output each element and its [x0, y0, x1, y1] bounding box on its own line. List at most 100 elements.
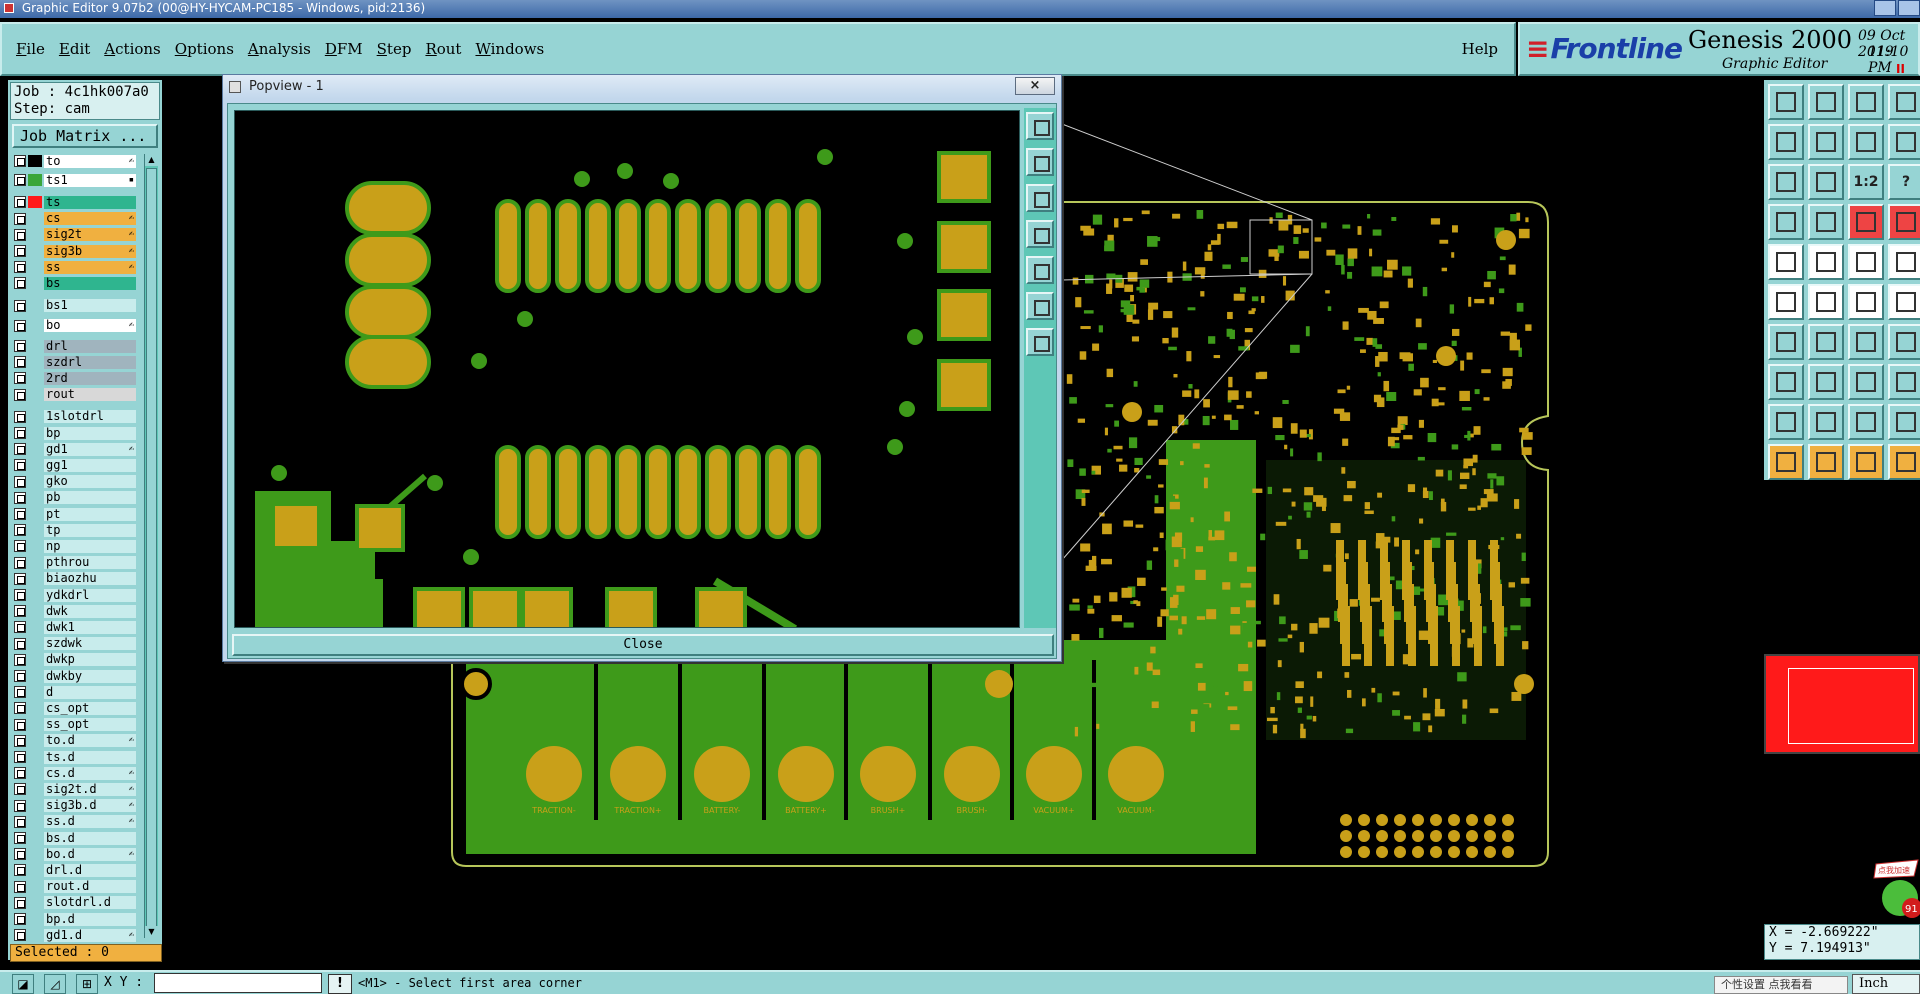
triangle-b-button[interactable] — [1808, 404, 1844, 440]
layer-row[interactable]: bs.d — [14, 831, 136, 845]
popview-window[interactable]: Popview - 1 × Close — [222, 74, 1062, 662]
menu-item[interactable]: DFM — [324, 40, 363, 58]
xy-input[interactable] — [154, 973, 322, 993]
layer-row[interactable]: bp.d — [14, 912, 136, 926]
pan-down-icon[interactable] — [1026, 184, 1054, 212]
layer-row[interactable]: bs — [14, 276, 136, 290]
popview-titlebar[interactable]: Popview - 1 × — [223, 75, 1061, 99]
zoom-fit-icon[interactable] — [1026, 112, 1054, 140]
layer-row[interactable]: szdrl — [14, 355, 136, 369]
layer-checkbox[interactable] — [14, 556, 26, 569]
pad-tool-button[interactable] — [1888, 244, 1920, 280]
layer-row[interactable]: ts — [14, 195, 136, 209]
layer-checkbox[interactable] — [14, 637, 26, 650]
layer-checkbox[interactable] — [14, 670, 26, 682]
layer-row[interactable]: 1slotdrl — [14, 410, 136, 424]
multi-layer-button[interactable] — [1888, 204, 1920, 240]
layer-checkbox[interactable] — [14, 702, 26, 715]
layer-row[interactable]: to.d✍ — [14, 734, 136, 748]
grid-tool-icon[interactable]: ⊞ — [76, 974, 98, 994]
layer-row[interactable]: sig3b✍ — [14, 244, 136, 258]
snap-button[interactable] — [1848, 204, 1884, 240]
layer-row[interactable]: biaozhu — [14, 572, 136, 586]
menu-item[interactable]: Actions — [104, 40, 161, 58]
layer-row[interactable]: rout — [14, 388, 136, 402]
layer-row[interactable]: ss.d✍ — [14, 815, 136, 829]
layer-checkbox[interactable] — [14, 508, 26, 520]
split-view-button[interactable] — [1888, 84, 1920, 120]
popview-close-icon[interactable]: × — [1015, 77, 1055, 95]
layer-row[interactable]: d — [14, 685, 136, 699]
layer-row[interactable]: pthrou — [14, 556, 136, 570]
layer-row[interactable]: ts1▪ — [14, 173, 136, 187]
select-tool-icon[interactable]: ◪ — [12, 974, 34, 994]
menu-help[interactable]: Help — [1461, 40, 1498, 58]
layer-checkbox[interactable] — [14, 261, 26, 274]
triangle-a-button[interactable] — [1768, 404, 1804, 440]
scroll-thumb[interactable] — [146, 168, 157, 928]
font-tool-button[interactable] — [1888, 324, 1920, 360]
layer-checkbox[interactable] — [14, 589, 26, 601]
menu-item[interactable]: Options — [174, 40, 234, 58]
pan-up-icon[interactable] — [1026, 148, 1054, 176]
layer-checkbox[interactable] — [14, 277, 26, 290]
menu-item[interactable]: Analysis — [247, 40, 311, 58]
scale-button[interactable]: 1:2 — [1848, 164, 1884, 200]
popview-zoom-view[interactable] — [235, 111, 1020, 628]
layer-checkbox[interactable] — [14, 718, 26, 731]
pointer-zoom-button[interactable] — [1848, 444, 1884, 480]
pointer-route-button[interactable] — [1888, 444, 1920, 480]
diagonal-tool-button[interactable] — [1808, 324, 1844, 360]
mirror-button[interactable] — [1888, 124, 1920, 160]
layer-row[interactable]: cs_opt — [14, 701, 136, 715]
pcb-board-view[interactable]: TRACTION-TRACTION+BATTERY-BATTERY+BRUSH+… — [166, 80, 1766, 960]
layer-checkbox[interactable] — [14, 572, 26, 585]
layer-row[interactable]: 2rd — [14, 371, 136, 385]
layer-row[interactable]: gko — [14, 475, 136, 489]
layer-checkbox[interactable] — [14, 427, 26, 439]
ime-toolbar[interactable]: 个性设置 点我看看 — [1714, 976, 1848, 994]
layer-checkbox[interactable] — [14, 174, 26, 187]
measure-tool-icon[interactable]: ◿ — [44, 974, 66, 994]
pointer-edit-button[interactable] — [1808, 444, 1844, 480]
layer-checkbox[interactable] — [14, 621, 26, 634]
layer-row[interactable]: sig3b.d✍ — [14, 799, 136, 813]
layer-checkbox[interactable] — [14, 605, 26, 618]
layer-row[interactable]: ss✍ — [14, 260, 136, 274]
layer-checkbox[interactable] — [14, 815, 26, 828]
angle-tool-button[interactable] — [1768, 324, 1804, 360]
ruler-button[interactable] — [1848, 244, 1884, 280]
layer-row[interactable]: cs✍ — [14, 212, 136, 226]
menu-item[interactable]: Rout — [425, 40, 462, 58]
scroll-up-icon[interactable]: ▲ — [145, 154, 158, 166]
layer-checkbox[interactable] — [14, 245, 26, 257]
layer-row[interactable]: bs1 — [14, 299, 136, 313]
layer-checkbox[interactable] — [14, 155, 26, 167]
layer-row[interactable]: np — [14, 539, 136, 553]
pointer-tool-button[interactable] — [1768, 444, 1804, 480]
menu-item[interactable]: Step — [376, 40, 412, 58]
layer-row[interactable]: bp — [14, 426, 136, 440]
home-button[interactable] — [1848, 84, 1884, 120]
layer-row[interactable]: gd1.d✍ — [14, 928, 136, 942]
inspect-button[interactable] — [1768, 204, 1804, 240]
triangle-d-button[interactable] — [1888, 404, 1920, 440]
layer-checkbox[interactable] — [14, 864, 26, 877]
layer-down-button[interactable] — [1808, 84, 1844, 120]
layer-checkbox[interactable] — [14, 734, 26, 747]
maximize-button[interactable] — [1898, 0, 1920, 16]
layer-row[interactable]: dwkby — [14, 669, 136, 683]
add-pad-button[interactable] — [1768, 284, 1804, 320]
pan-left-icon[interactable] — [1026, 220, 1054, 248]
layer-checkbox[interactable] — [14, 799, 26, 812]
layer-checkbox[interactable] — [14, 443, 26, 456]
layer-row[interactable]: pt — [14, 507, 136, 521]
layer-checkbox[interactable] — [14, 299, 26, 312]
pan-right-icon[interactable] — [1026, 256, 1054, 284]
layer-row[interactable]: gd1✍ — [14, 442, 136, 456]
layer-row[interactable]: szdwk — [14, 637, 136, 651]
layer-row[interactable]: dwk1 — [14, 620, 136, 634]
move-left-button[interactable] — [1768, 124, 1804, 160]
layer-scrollbar[interactable]: ▲ ▼ — [144, 154, 158, 938]
layer-row[interactable]: sig2t.d✍ — [14, 782, 136, 796]
